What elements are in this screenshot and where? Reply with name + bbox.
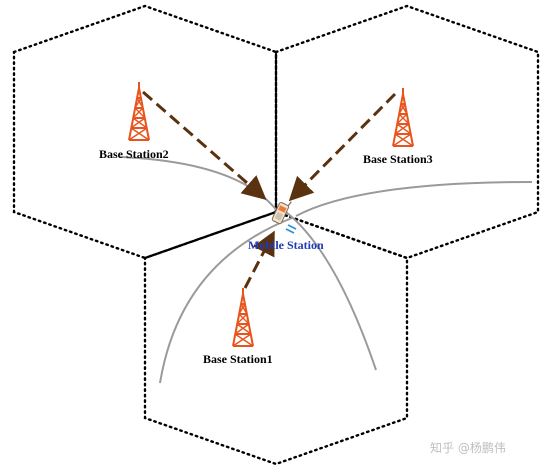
watermark: 知乎 @杨鹏伟: [430, 440, 506, 455]
tower-icon: [392, 87, 414, 147]
mobile-phone-icon: [271, 201, 292, 225]
mobile-signal-ticks-icon: [285, 224, 297, 234]
hyperbola-1-3-left: [159, 217, 293, 384]
signal-arrow-bs1: [243, 230, 275, 289]
signal-arrow-bs3: [288, 92, 397, 202]
tower-icon: [128, 81, 150, 141]
base-station-1-label: Base Station1: [203, 352, 273, 366]
hyperbolas: [119, 156, 533, 384]
hyperbola-1-3-right: [285, 211, 377, 371]
base-station-3: [392, 87, 414, 147]
cell-grid: [12, 4, 540, 466]
base-station-1: [232, 287, 254, 347]
base-station-2-label: Base Station2: [99, 147, 169, 161]
base-station-3-label: Base Station3: [363, 152, 433, 166]
hyperbola-1-2: [119, 156, 279, 213]
base-station-2: [128, 81, 150, 141]
mobile-station-label: Mobile Station: [248, 238, 324, 252]
signal-arrow-bs2: [142, 90, 267, 200]
tower-icon: [232, 287, 254, 347]
hyperbola-2-3: [295, 181, 533, 217]
signal-arrows: [142, 90, 397, 289]
cell-top-left: [12, 4, 278, 260]
